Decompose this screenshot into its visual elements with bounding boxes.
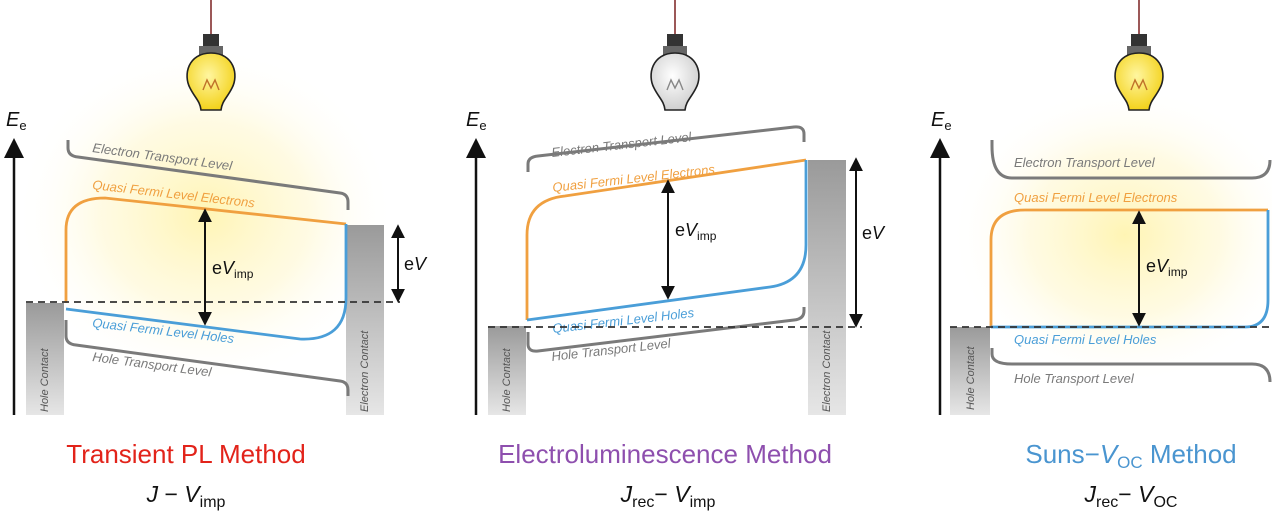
hole-transport-level (990, 348, 1272, 383)
panel-suns-voc: Ee Hole Contact Electron Transport Level… (930, 0, 1272, 511)
holes-label: Quasi Fermi Level Holes (552, 305, 696, 336)
panel-transient-pl: Ee Hole Contact Electron Contact Electro… (3, 0, 428, 511)
hole-transport-label: Hole Transport Level (1014, 371, 1135, 386)
hole-contact-label: Hole Contact (39, 347, 51, 412)
ev-label: eV (404, 254, 428, 274)
electron-contact-label: Electron Contact (359, 330, 371, 412)
hole-contact (26, 303, 64, 415)
method-title: Suns−VOC Method (1025, 439, 1236, 472)
electron-transport-level (990, 140, 1272, 180)
energy-axis-label: Ee (931, 109, 952, 133)
lightbulb-off-icon (650, 0, 700, 111)
panel-electroluminescence: Ee Hole Contact Electron Contact Electro… (466, 0, 886, 511)
electron-contact-label: Electron Contact (821, 330, 833, 412)
light-glow (950, 85, 1272, 385)
quasi-fermi-holes (65, 224, 348, 341)
hole-contact (488, 326, 526, 415)
ev-label: eV (862, 223, 886, 243)
quasi-fermi-holes (526, 160, 808, 322)
evimp-label: eVimp (675, 220, 717, 243)
hole-contact (950, 327, 990, 415)
method-title: Transient PL Method (66, 439, 305, 469)
quasi-fermi-electrons (64, 196, 347, 303)
electron-transport-label: Electron Transport Level (1014, 155, 1156, 170)
method-title: Electroluminescence Method (498, 439, 832, 469)
hole-transport-level (64, 320, 350, 396)
lightbulb-on-icon (1114, 0, 1164, 111)
quasi-fermi-electrons (525, 158, 807, 320)
evimp-label: eVimp (1146, 256, 1188, 279)
evimp-label: eVimp (212, 258, 254, 281)
electron-transport-level (66, 140, 350, 210)
electrons-label: Quasi Fermi Level Electrons (552, 162, 716, 195)
hole-transport-label: Hole Transport Level (551, 335, 673, 364)
lightbulb-on-icon (186, 0, 236, 111)
electron-contact (808, 160, 846, 415)
hole-transport-level (526, 307, 806, 353)
energy-axis-label: Ee (6, 109, 27, 133)
energy-axis-label: Ee (466, 109, 487, 133)
formula: Jrec− VOC (1084, 481, 1178, 511)
quasi-fermi-electrons (989, 208, 1268, 326)
electron-contact (346, 225, 384, 415)
hole-contact-label: Hole Contact (965, 345, 977, 410)
formula: J − Vimp (146, 481, 226, 511)
holes-label: Quasi Fermi Level Holes (1014, 332, 1157, 347)
hole-contact-label: Hole Contact (501, 347, 513, 412)
quasi-fermi-holes (991, 210, 1270, 329)
electrons-label: Quasi Fermi Level Electrons (1014, 190, 1178, 205)
formula: Jrec− Vimp (620, 481, 716, 511)
electron-transport-label: Electron Transport Level (551, 129, 694, 160)
electron-transport-level (526, 125, 806, 172)
